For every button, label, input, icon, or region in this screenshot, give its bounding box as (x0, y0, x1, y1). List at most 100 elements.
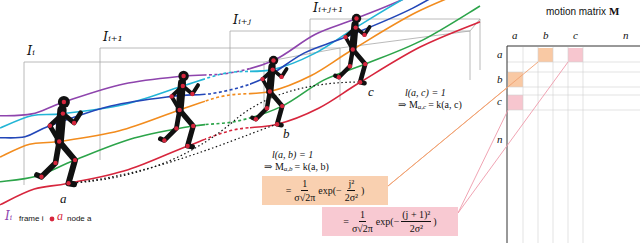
trajectory (205, 6, 250, 182)
trajectory (0, 0, 205, 157)
matrix-symbol: M (609, 6, 619, 17)
matrix-entry: ⇒ M (398, 100, 418, 110)
formula-part: exp(− (376, 216, 399, 227)
leader-line (388, 87, 508, 186)
row-header: c (497, 96, 502, 107)
link-curves (69, 82, 361, 183)
formula-part: exp(− (318, 185, 341, 196)
fraction: j²2σ² (344, 178, 359, 203)
frame-label: Iᵢ₊ⱼ₊₁ (313, 1, 343, 14)
runner (37, 96, 81, 184)
trajectory (0, 0, 205, 116)
runner-silhouettes (37, 14, 370, 185)
runner-leg (353, 50, 365, 84)
matrix-index: a,b (284, 166, 293, 173)
frame-outline (100, 48, 340, 160)
runner-leg (37, 142, 59, 177)
motion-matrix (507, 46, 640, 243)
trajectory (0, 22, 205, 205)
runner (160, 71, 198, 147)
runner-head (269, 56, 278, 65)
matrix-cell (538, 48, 553, 62)
joint-dot (48, 124, 52, 128)
matrix-entry: ⇒ M (264, 162, 284, 172)
joint-dot (265, 106, 269, 110)
joint-dots (39, 16, 367, 185)
joint-dot (337, 75, 341, 79)
fraction-denominator: σ√2π (351, 222, 374, 234)
joint-dot (271, 58, 275, 62)
runner (252, 56, 286, 125)
fraction: (j + 1)²2σ² (401, 209, 431, 234)
fraction-numerator: j² (347, 178, 355, 191)
joint-dot (363, 62, 367, 66)
trajectory (205, 0, 250, 138)
row-header: a (497, 49, 503, 60)
trajectory (205, 0, 250, 128)
formula-part: = (343, 216, 349, 227)
matrix-index: a,c (418, 104, 426, 111)
joint-dot (61, 111, 65, 115)
fraction-numerator: 1 (359, 209, 366, 222)
joint-dot (260, 77, 264, 81)
trajectory (205, 0, 250, 157)
node-label: b (283, 127, 290, 140)
formula-part: ) (433, 216, 436, 227)
joint-dot (354, 16, 358, 20)
column-header: b (543, 30, 549, 41)
link-curve (69, 82, 361, 183)
row-header: n (497, 134, 503, 145)
trajectory (205, 22, 250, 205)
matrix-cell (568, 48, 583, 62)
trajectory (250, 6, 480, 182)
column-header: a (512, 30, 518, 41)
joint-dot (271, 67, 275, 71)
trajectory (250, 0, 480, 116)
joint-dot (39, 175, 43, 179)
legend-text: node a (67, 215, 91, 223)
column-header: n (623, 30, 629, 41)
cell-leaders (388, 62, 568, 213)
runner-head (352, 14, 361, 23)
column-header: c (573, 30, 578, 41)
joint-dot (169, 94, 173, 98)
joint-dot (181, 74, 185, 78)
joint-dot (362, 33, 366, 37)
kernel-value: = k(a, b) (295, 162, 329, 172)
joint-dot (181, 84, 185, 88)
row-header: b (497, 74, 503, 85)
frame-label: Iᵢ₊ⱼ (233, 13, 251, 26)
runner-leg (335, 50, 353, 78)
joint-dot (279, 75, 283, 79)
joint-dot (358, 80, 362, 84)
trajectory (0, 0, 205, 138)
joint-dot (174, 126, 178, 130)
joint-dot (348, 64, 352, 68)
joint-dot (66, 181, 70, 185)
fraction-denominator: 2σ² (344, 191, 359, 203)
trajectory (0, 6, 205, 182)
joint-dot (185, 144, 189, 148)
runner-head (178, 71, 188, 81)
trajectory (250, 0, 480, 138)
formula-part: = (286, 185, 292, 196)
link-condition: l(a, b) = 1 (272, 150, 313, 160)
fraction-numerator: (j + 1)² (401, 209, 431, 222)
runner-leg (252, 92, 269, 120)
joint-dot (343, 35, 347, 39)
joint-dot (53, 161, 57, 165)
matrix-grid (507, 47, 640, 243)
joint-dot (354, 25, 358, 29)
legend-sample: Iᵢ (5, 210, 12, 222)
joint-dot (62, 100, 66, 104)
kernel-formula-box: =1σ√2πexp(−j²2σ²) (262, 176, 388, 205)
fraction-denominator: σ√2π (293, 191, 316, 203)
kernel-value: = k(a, c) (428, 100, 462, 110)
node-label: c (368, 85, 374, 98)
legend-sample: a (57, 210, 63, 222)
joint-dot (268, 89, 272, 93)
leader-line (458, 110, 508, 213)
runner-leg (59, 142, 75, 185)
fraction: 1σ√2π (351, 209, 374, 234)
